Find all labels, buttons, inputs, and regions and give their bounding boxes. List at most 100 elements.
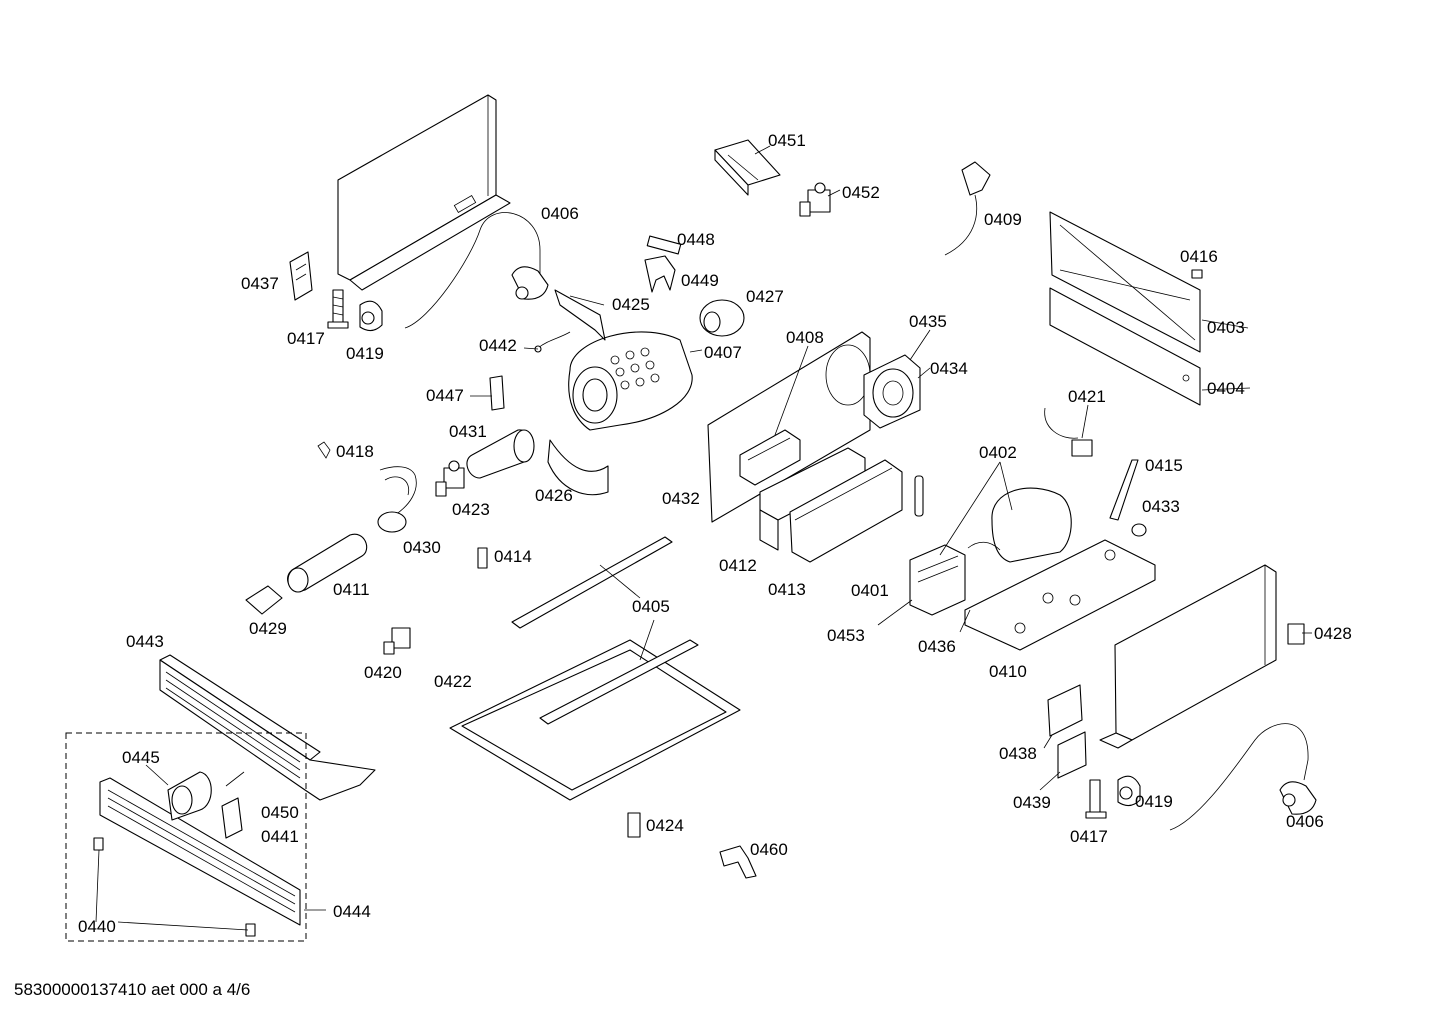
label-0420: 0420	[364, 663, 402, 682]
valve-0420	[383, 627, 411, 655]
label-0440: 0440	[78, 917, 116, 936]
plug-0409	[944, 161, 991, 256]
label-0426: 0426	[535, 486, 573, 505]
side-panel-right	[1099, 564, 1277, 749]
leveling-foot-right	[1085, 779, 1107, 819]
bracket-0441	[221, 797, 243, 839]
label-0407: 0407	[704, 343, 742, 362]
label-0424: 0424	[646, 816, 684, 835]
bracket-0428	[1287, 623, 1305, 645]
label-0435: 0435	[909, 312, 947, 331]
filter-0401	[914, 475, 924, 517]
label-0415: 0415	[1145, 456, 1183, 475]
label-0411: 0411	[333, 580, 370, 599]
label-0410: 0410	[989, 662, 1027, 681]
wiring-0430	[377, 466, 417, 533]
label-0405: 0405	[632, 597, 670, 616]
pad-0440a	[93, 837, 104, 851]
wheel-cable-right	[1169, 723, 1317, 831]
label-0437: 0437	[241, 274, 279, 293]
label-0451: 0451	[768, 131, 806, 150]
label-0453: 0453	[827, 626, 865, 645]
grille-0443	[159, 654, 376, 801]
fan-0435	[863, 354, 921, 429]
cover-0413	[789, 459, 903, 563]
clip-0424	[627, 812, 641, 838]
roller-right	[1117, 775, 1141, 807]
label-0430: 0430	[403, 538, 441, 557]
label-0445: 0445	[122, 748, 160, 767]
label-0447: 0447	[426, 386, 464, 405]
label-0442: 0442	[479, 336, 517, 355]
label-0423: 0423	[452, 500, 490, 519]
sensor-0442	[534, 331, 571, 353]
bracket-0439	[1057, 731, 1087, 779]
label-0412: 0412	[719, 556, 757, 575]
label-0414: 0414	[494, 547, 532, 566]
label-0431: 0431	[449, 422, 487, 441]
label-0450: 0450	[261, 803, 299, 822]
label-0448: 0448	[677, 230, 715, 249]
tube-0411	[287, 533, 368, 593]
label-0425: 0425	[612, 295, 650, 314]
panel-0403	[1049, 211, 1201, 353]
label-0444: 0444	[333, 902, 371, 921]
clip-0449	[644, 255, 676, 293]
pin-0450	[225, 771, 245, 787]
label-0409: 0409	[984, 210, 1022, 229]
pin-0414	[477, 547, 488, 569]
grille-assembly-boundary	[65, 732, 307, 942]
label-0441: 0441	[261, 827, 299, 846]
bracket-0447	[489, 375, 505, 411]
wire-0421	[1044, 407, 1093, 457]
label-0443: 0443	[126, 632, 164, 651]
label-0421: 0421	[1068, 387, 1106, 406]
label-0428: 0428	[1314, 624, 1352, 643]
clip-0418	[317, 441, 331, 459]
label-0403: 0403	[1207, 318, 1245, 337]
grommet-0433	[1131, 523, 1147, 537]
wheel-cable-left	[404, 212, 549, 329]
label-0427: 0427	[746, 287, 784, 306]
label-0406-top: 0406	[541, 204, 579, 223]
label-0402: 0402	[979, 443, 1017, 462]
label-0422: 0422	[434, 672, 472, 691]
label-0406-bottom: 0406	[1286, 812, 1324, 831]
label-0418: 0418	[336, 442, 374, 461]
panel-0404	[1049, 287, 1201, 406]
label-0436: 0436	[918, 637, 956, 656]
label-0432: 0432	[662, 489, 700, 508]
bracket-0438	[1047, 684, 1083, 737]
label-0417-left: 0417	[287, 329, 325, 348]
fan-0445	[167, 771, 212, 821]
grille-front-0444	[99, 777, 301, 926]
document-footer: 58300000137410 aet 000 a 4/6	[14, 980, 251, 999]
clip-0448	[646, 235, 682, 255]
part-labels: 0451 0452 0406 0409 0448 0449 0416 0437 …	[78, 131, 1352, 936]
fan-housing-0407	[554, 289, 693, 431]
leveling-foot-left	[327, 289, 349, 329]
label-0460: 0460	[750, 840, 788, 859]
label-0401: 0401	[851, 581, 889, 600]
label-0433: 0433	[1142, 497, 1180, 516]
label-0419-left: 0419	[346, 344, 384, 363]
leader-lines	[95, 145, 1312, 931]
label-0419-right: 0419	[1135, 792, 1173, 811]
label-0408: 0408	[786, 328, 824, 347]
roller-left	[359, 300, 383, 332]
label-0439: 0439	[1013, 793, 1051, 812]
box-0453	[909, 544, 966, 616]
motor-0427	[699, 299, 745, 337]
label-0416: 0416	[1180, 247, 1218, 266]
shroud-0426	[547, 439, 609, 496]
valve-0452	[799, 182, 831, 217]
rail-0405	[511, 536, 673, 629]
compressor-0402	[967, 487, 1072, 563]
screw-0416	[1191, 269, 1203, 279]
hose-0415	[1109, 459, 1139, 521]
bracket-0460	[719, 845, 757, 879]
label-0429: 0429	[249, 619, 287, 638]
label-0417-right: 0417	[1070, 827, 1108, 846]
base-plate-0410	[964, 539, 1156, 651]
